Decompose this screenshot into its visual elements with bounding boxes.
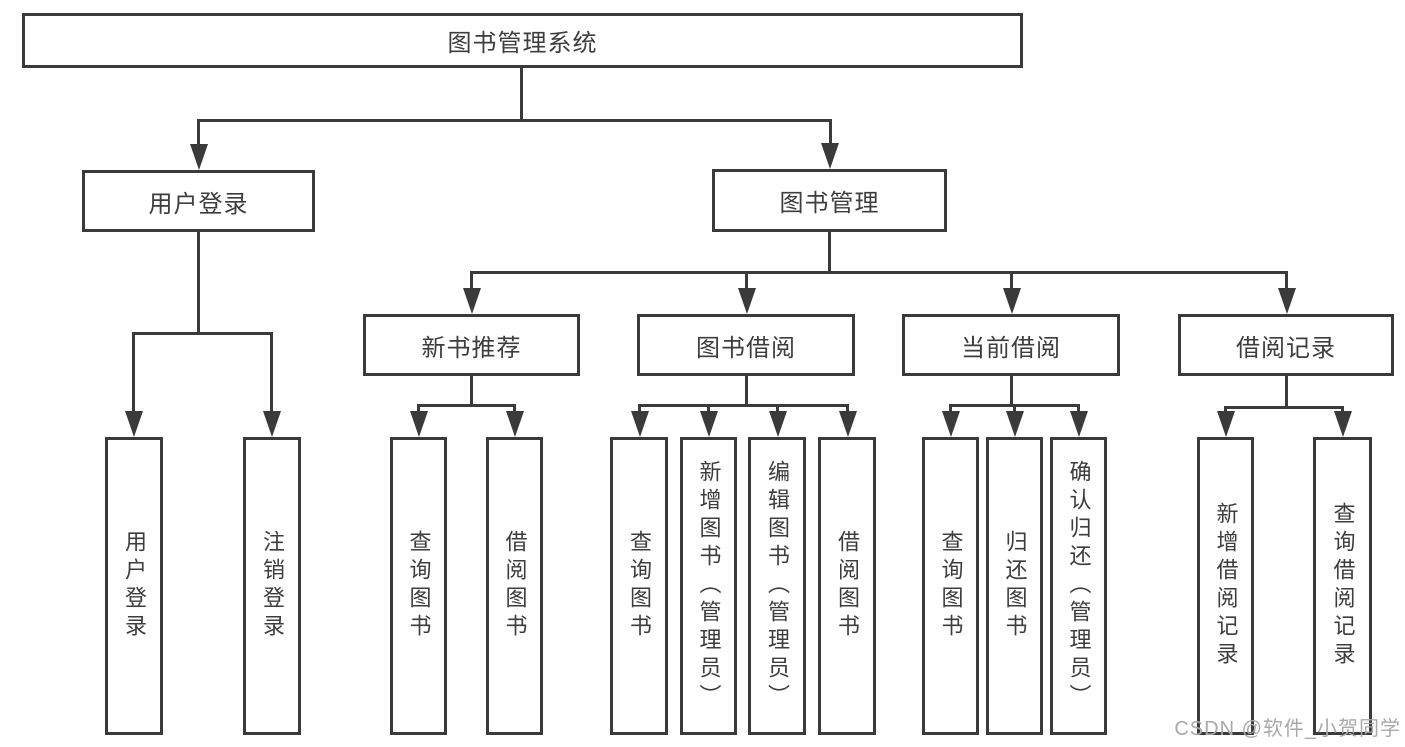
- node-borrow-records: 借阅记录: [1178, 314, 1394, 376]
- connector-segment: [197, 119, 832, 122]
- arrowhead: [1217, 411, 1235, 437]
- connector-segment: [745, 376, 748, 407]
- node-leaf-bb-borrow-books: 借阅图书: [818, 437, 876, 735]
- node-leaf-recs-add-record-label: 新增借阅记录: [1213, 502, 1239, 670]
- node-leaf-cur-confirm-return: 确认归还（管理员）: [1050, 437, 1107, 735]
- connector-segment: [638, 404, 641, 416]
- node-leaf-user-login-label: 用户登录: [122, 530, 147, 642]
- arrowhead: [769, 411, 787, 437]
- watermark-text: CSDN @软件_小贺同学: [1174, 718, 1401, 740]
- connector-segment: [1224, 406, 1344, 409]
- node-current-borrow-label: 当前借阅: [961, 334, 1061, 362]
- connector-segment: [470, 271, 1288, 274]
- node-book-borrow: 图书借阅: [637, 314, 855, 376]
- node-leaf-cur-return-books: 归还图书: [986, 437, 1043, 735]
- arrowhead: [1003, 288, 1021, 314]
- connector-segment: [1010, 271, 1013, 291]
- node-leaf-bb-add-books-label: 新增图书（管理员）: [696, 460, 722, 712]
- connector-segment: [846, 404, 849, 416]
- node-leaf-bb-add-books: 新增图书（管理员）: [680, 437, 737, 735]
- node-leaf-cur-return-books-label: 归还图书: [1002, 530, 1028, 642]
- arrowhead: [1006, 411, 1024, 437]
- connector-segment: [776, 404, 779, 416]
- arrowhead: [463, 288, 481, 314]
- node-book-mgmt-label: 图书管理: [779, 190, 880, 217]
- connector-segment: [470, 376, 473, 407]
- node-new-book-rec: 新书推荐: [363, 314, 580, 376]
- arrowhead: [1334, 411, 1352, 437]
- connector-segment: [1285, 376, 1288, 409]
- node-leaf-user-login: 用户登录: [105, 437, 163, 735]
- connector-segment: [1077, 404, 1080, 416]
- connector-segment: [828, 232, 831, 274]
- node-leaf-cur-confirm-return-label: 确认归还（管理员）: [1066, 460, 1092, 712]
- arrowhead: [190, 144, 208, 170]
- node-leaf-rec-borrow-books: 借阅图书: [486, 437, 543, 735]
- connector-segment: [270, 332, 273, 414]
- node-leaf-rec-borrow-books-label: 借阅图书: [502, 530, 528, 642]
- connector-segment: [707, 404, 710, 416]
- connector-segment: [197, 232, 200, 335]
- node-user-login: 用户登录: [82, 170, 315, 232]
- connector-segment: [197, 119, 200, 149]
- node-leaf-logout: 注销登录: [243, 437, 301, 735]
- node-leaf-recs-add-record: 新增借阅记录: [1197, 437, 1254, 735]
- node-leaf-recs-query-record-label: 查询借阅记录: [1330, 502, 1356, 670]
- node-leaf-rec-query-books: 查询图书: [390, 437, 447, 735]
- node-new-book-rec-label: 新书推荐: [421, 334, 522, 362]
- node-leaf-logout-label: 注销登录: [260, 530, 285, 642]
- connector-segment: [132, 332, 273, 335]
- connector-segment: [745, 271, 748, 291]
- node-leaf-cur-query-books: 查询图书: [922, 437, 979, 735]
- node-user-login-label: 用户登录: [148, 190, 249, 218]
- node-current-borrow: 当前借阅: [902, 314, 1120, 376]
- arrowhead: [1070, 411, 1088, 437]
- node-leaf-recs-query-record: 查询借阅记录: [1313, 437, 1372, 735]
- connector-segment: [417, 404, 420, 416]
- node-leaf-rec-query-books-label: 查询图书: [406, 530, 432, 642]
- node-leaf-bb-edit-books: 编辑图书（管理员）: [748, 437, 806, 735]
- connector-segment: [949, 404, 952, 416]
- arrowhead: [738, 288, 756, 314]
- node-root: 图书管理系统: [22, 13, 1023, 68]
- node-book-mgmt: 图书管理: [712, 169, 947, 232]
- arrowhead: [506, 411, 524, 437]
- connector-segment: [470, 271, 473, 291]
- connector-segment: [1013, 404, 1016, 416]
- node-leaf-bb-query-books: 查询图书: [610, 437, 668, 735]
- connector-segment: [520, 68, 523, 122]
- node-leaf-bb-borrow-books-label: 借阅图书: [835, 530, 860, 642]
- arrowhead: [263, 411, 281, 437]
- arrowhead: [125, 411, 143, 437]
- connector-segment: [1285, 271, 1288, 291]
- node-borrow-records-label: 借阅记录: [1236, 334, 1336, 362]
- node-leaf-bb-query-books-label: 查询图书: [627, 530, 652, 642]
- arrowhead: [821, 143, 839, 169]
- node-leaf-bb-edit-books-label: 编辑图书（管理员）: [765, 460, 790, 712]
- arrowhead: [700, 411, 718, 437]
- connector-segment: [829, 119, 832, 149]
- arrowhead: [410, 411, 428, 437]
- arrowhead: [942, 411, 960, 437]
- connector-segment: [513, 404, 516, 416]
- connector-segment: [417, 404, 516, 407]
- arrowhead: [631, 411, 649, 437]
- arrowhead: [839, 411, 857, 437]
- connector-segment: [638, 404, 849, 407]
- node-root-label: 图书管理系统: [447, 30, 598, 57]
- arrowhead: [1278, 288, 1296, 314]
- node-leaf-cur-query-books-label: 查询图书: [938, 530, 964, 642]
- connector-segment: [132, 332, 135, 414]
- connector-segment: [1010, 376, 1013, 407]
- node-book-borrow-label: 图书借阅: [696, 334, 796, 362]
